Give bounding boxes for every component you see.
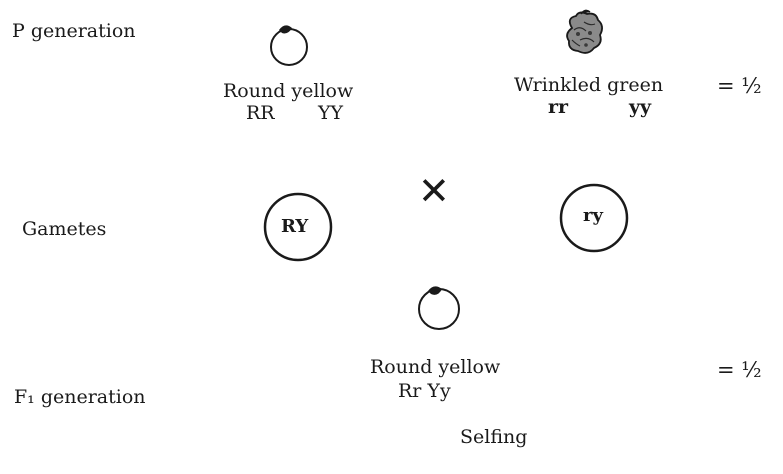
selfing-label: Selfing <box>460 426 528 448</box>
parent2-phenotype: Wrinkled green <box>514 74 664 96</box>
p-generation-label: P generation <box>12 20 136 42</box>
parent1-genotype-y: YY <box>318 102 344 124</box>
gamete1-label: RY <box>281 216 309 237</box>
wrinkled-pea-icon <box>566 9 603 54</box>
f1-phenotype: Round yellow <box>370 356 501 378</box>
round-pea-icon <box>418 286 460 330</box>
gametes-label: Gametes <box>22 218 107 240</box>
gamete2-label: ry <box>583 205 603 226</box>
parent2-genotype-y: yy <box>629 96 652 118</box>
f1-generation-label: F₁ generation <box>14 386 146 408</box>
parent2-genotype-r: rr <box>548 96 569 118</box>
gamete-ry-dominant-circle <box>263 192 333 262</box>
cross-icon: ✕ <box>418 169 450 213</box>
parent1-phenotype: Round yellow <box>223 80 354 102</box>
p-generation-ratio: = ½ <box>717 74 762 98</box>
round-pea-icon <box>270 25 308 66</box>
parent1-genotype-r: RR <box>246 102 275 124</box>
f1-genotype: Rr Yy <box>398 380 451 402</box>
gamete-ry-recessive-circle <box>559 183 629 253</box>
f1-ratio: = ½ <box>717 358 762 382</box>
